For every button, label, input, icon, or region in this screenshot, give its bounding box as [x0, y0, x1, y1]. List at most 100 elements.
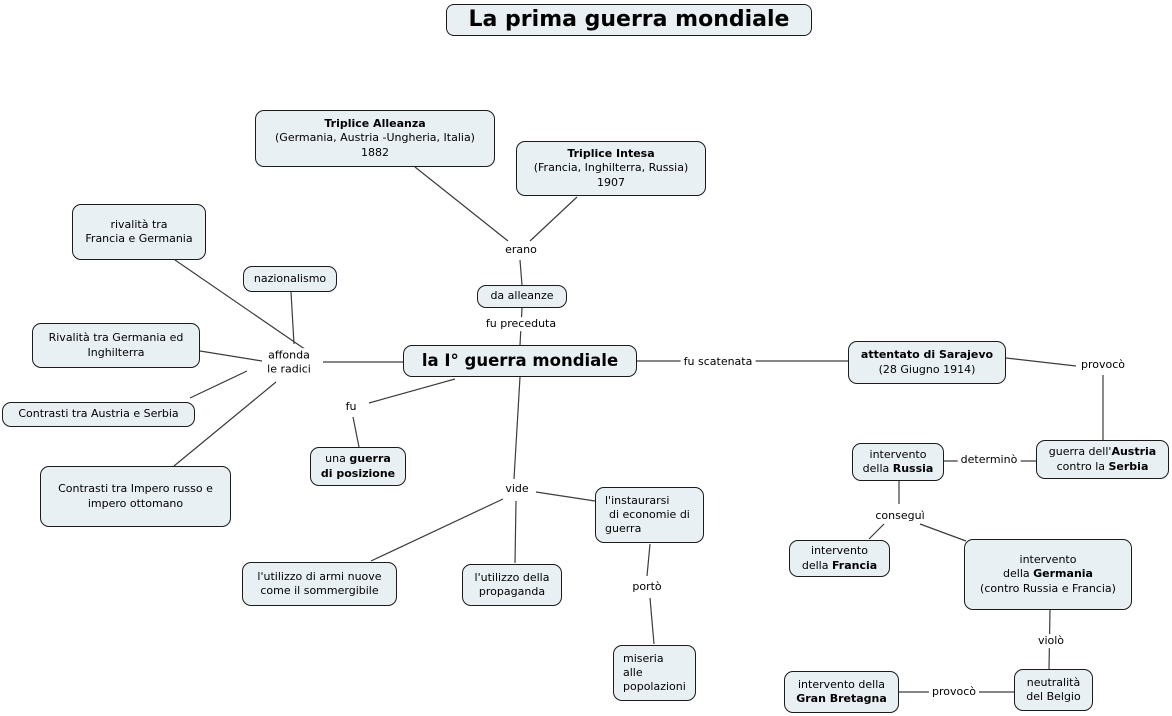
- node-text-line: intervento della: [797, 677, 886, 691]
- map-title-text: La prima guerra mondiale: [468, 6, 790, 32]
- node-text-run: contro la: [1056, 459, 1109, 473]
- node-text-run: Austria: [1111, 445, 1157, 459]
- node-miseria-popolazioni[interactable]: miseria alle popolazioni: [613, 645, 696, 701]
- edge-label-affonda-le-radici: affonda le radici: [264, 348, 314, 376]
- node-text-line: neutralità: [1026, 675, 1081, 689]
- edge-label-violo: violò: [1034, 634, 1068, 648]
- connector-rivalita-fg-affonda: [174, 259, 310, 353]
- connector-rivalita-gi-affonda: [199, 350, 263, 362]
- node-text-line: intervento: [1019, 553, 1077, 567]
- node-contrasti-austria-serbia[interactable]: Contrasti tra Austria e Serbia: [2, 402, 195, 427]
- node-nazionalismo[interactable]: nazionalismo: [243, 266, 337, 292]
- node-text-line: alle: [623, 665, 643, 679]
- node-text-run: guerra: [349, 452, 391, 466]
- node-text-line: 1907: [597, 175, 625, 189]
- connector-consegui-francia: [868, 523, 885, 540]
- node-rivalita-francia-germania[interactable]: rivalità tra Francia e Germania: [72, 204, 206, 260]
- node-text-line: Triplice Intesa: [567, 147, 655, 161]
- edge-label-fu-preceduta: fu preceduta: [482, 317, 560, 331]
- node-economie-di-guerra[interactable]: l'instaurarsi di economie di guerra: [595, 487, 704, 543]
- node-intervento-gran-bretagna[interactable]: intervento della Gran Bretagna: [784, 671, 899, 713]
- edge-label-determino: determinò: [957, 453, 1021, 467]
- edge-label-vide: vide: [502, 482, 532, 496]
- connector-porto-miseria: [649, 597, 655, 645]
- node-text-line: intervento: [869, 447, 927, 461]
- node-text-run: Germania: [1033, 567, 1093, 581]
- node-text-line: della Francia: [802, 559, 877, 573]
- node-guerra-mondiale[interactable]: la I° guerra mondiale: [403, 345, 637, 377]
- connector-attentato-provoco: [1005, 357, 1077, 367]
- node-text-line: (28 Giugno 1914): [878, 362, 976, 376]
- edge-label-provoco-sarajevo: provocò: [1077, 358, 1129, 372]
- node-text-line: contro la Serbia: [1057, 460, 1149, 474]
- node-text-line: della Russia: [863, 462, 934, 476]
- edge-label-consegui: conseguì: [872, 509, 928, 523]
- edge-label-line: affonda: [268, 348, 310, 362]
- node-text-run: Russia: [892, 462, 934, 475]
- node-map-title[interactable]: La prima guerra mondiale: [446, 4, 812, 36]
- connector-guerra-mondiale-fu: [368, 378, 456, 404]
- connector-consegui-germania: [919, 523, 967, 542]
- node-neutralita-belgio[interactable]: neutralità del Belgio: [1014, 669, 1093, 711]
- node-propaganda[interactable]: l'utilizzo della propaganda: [462, 564, 562, 606]
- node-text-line: una guerra: [325, 452, 391, 466]
- node-text-line: (Francia, Inghilterra, Russia): [533, 161, 689, 175]
- node-intervento-francia[interactable]: intervento della Francia: [789, 540, 890, 577]
- edge-label-porto: portò: [629, 580, 665, 594]
- node-text-line: Gran Bretagna: [796, 692, 887, 705]
- node-text-line: (Germania, Austria -Ungheria, Italia): [275, 131, 475, 145]
- node-text-line: intervento: [811, 544, 868, 558]
- node-attentato-sarajevo[interactable]: attentato di Sarajevo (28 Giugno 1914): [848, 341, 1006, 384]
- edge-label-erano: erano: [502, 243, 540, 257]
- node-text-line: popolazioni: [623, 680, 686, 694]
- node-text-run: Serbia: [1108, 459, 1149, 473]
- node-text-line: da alleanze: [490, 289, 554, 303]
- node-text-run: della: [862, 462, 893, 475]
- connector-intesa-erano: [529, 196, 578, 242]
- connector-contrasti-imperi-affonda: [173, 381, 277, 467]
- node-text-line: la I° guerra mondiale: [421, 351, 619, 371]
- node-intervento-germania[interactable]: intervento della Germania (contro Russia…: [964, 539, 1132, 610]
- node-text-line: miseria: [623, 651, 664, 665]
- node-triplice-alleanza[interactable]: Triplice Alleanza (Germania, Austria -Un…: [255, 110, 495, 167]
- node-da-alleanze[interactable]: da alleanze: [477, 285, 567, 308]
- node-guerra-di-posizione[interactable]: una guerra di posizione: [310, 447, 406, 486]
- connector-economie-porto: [646, 543, 651, 577]
- node-rivalita-germania-inghilterra[interactable]: Rivalità tra Germania ed Inghilterra: [32, 323, 200, 368]
- node-text-line: Francia e Germania: [85, 232, 193, 245]
- node-text-line: l'utilizzo di armi nuove: [257, 569, 382, 583]
- connector-erano-da-alleanze: [519, 259, 523, 286]
- connector-contrasti-as-affonda: [189, 370, 248, 399]
- edge-label-provoco-belgio: provocò: [928, 685, 980, 699]
- connector-alleanza-erano: [414, 166, 509, 242]
- node-text-line: Contrasti tra Impero russo e: [58, 482, 213, 496]
- node-text-run: una: [325, 452, 350, 466]
- node-intervento-russia[interactable]: intervento della Russia: [852, 443, 944, 481]
- connector-fu-guerra-posizione: [352, 416, 360, 448]
- node-armi-nuove[interactable]: l'utilizzo di armi nuove come il sommerg…: [242, 562, 397, 606]
- node-triplice-intesa[interactable]: Triplice Intesa (Francia, Inghilterra, R…: [516, 141, 706, 196]
- node-text-line: di economie di: [609, 507, 690, 521]
- node-text-line: del Belgio: [1026, 690, 1081, 703]
- node-guerra-austria-serbia[interactable]: guerra dell'Austria contro la Serbia: [1036, 440, 1169, 479]
- connector-guerra-mondiale-vide: [513, 376, 521, 480]
- connector-vide-economie: [535, 491, 596, 502]
- node-text-line: Triplice Alleanza: [324, 117, 426, 131]
- node-contrasti-imperi[interactable]: Contrasti tra Impero russo e impero otto…: [40, 466, 231, 527]
- node-text-line: Rivalità tra Germania ed: [48, 331, 184, 345]
- node-text-line: come il sommergibile: [260, 584, 379, 597]
- connector-vide-propaganda: [514, 500, 517, 564]
- node-text-run: guerra dell': [1048, 445, 1112, 459]
- node-text-line: impero ottomano: [87, 496, 184, 510]
- node-text-line: propaganda: [478, 585, 546, 598]
- node-text-line: Inghilterra: [87, 345, 145, 359]
- node-text-line: della Germania: [1003, 567, 1093, 581]
- node-text-line: rivalità tra: [110, 217, 168, 231]
- node-text-run: della: [1003, 567, 1034, 581]
- node-text-line: (contro Russia e Francia): [980, 581, 1116, 595]
- node-text-line: Contrasti tra Austria e Serbia: [18, 407, 179, 421]
- node-text-line: 1882: [361, 145, 389, 159]
- edge-label-fu: fu: [342, 400, 360, 414]
- node-text-line: l'instaurarsi: [605, 493, 670, 507]
